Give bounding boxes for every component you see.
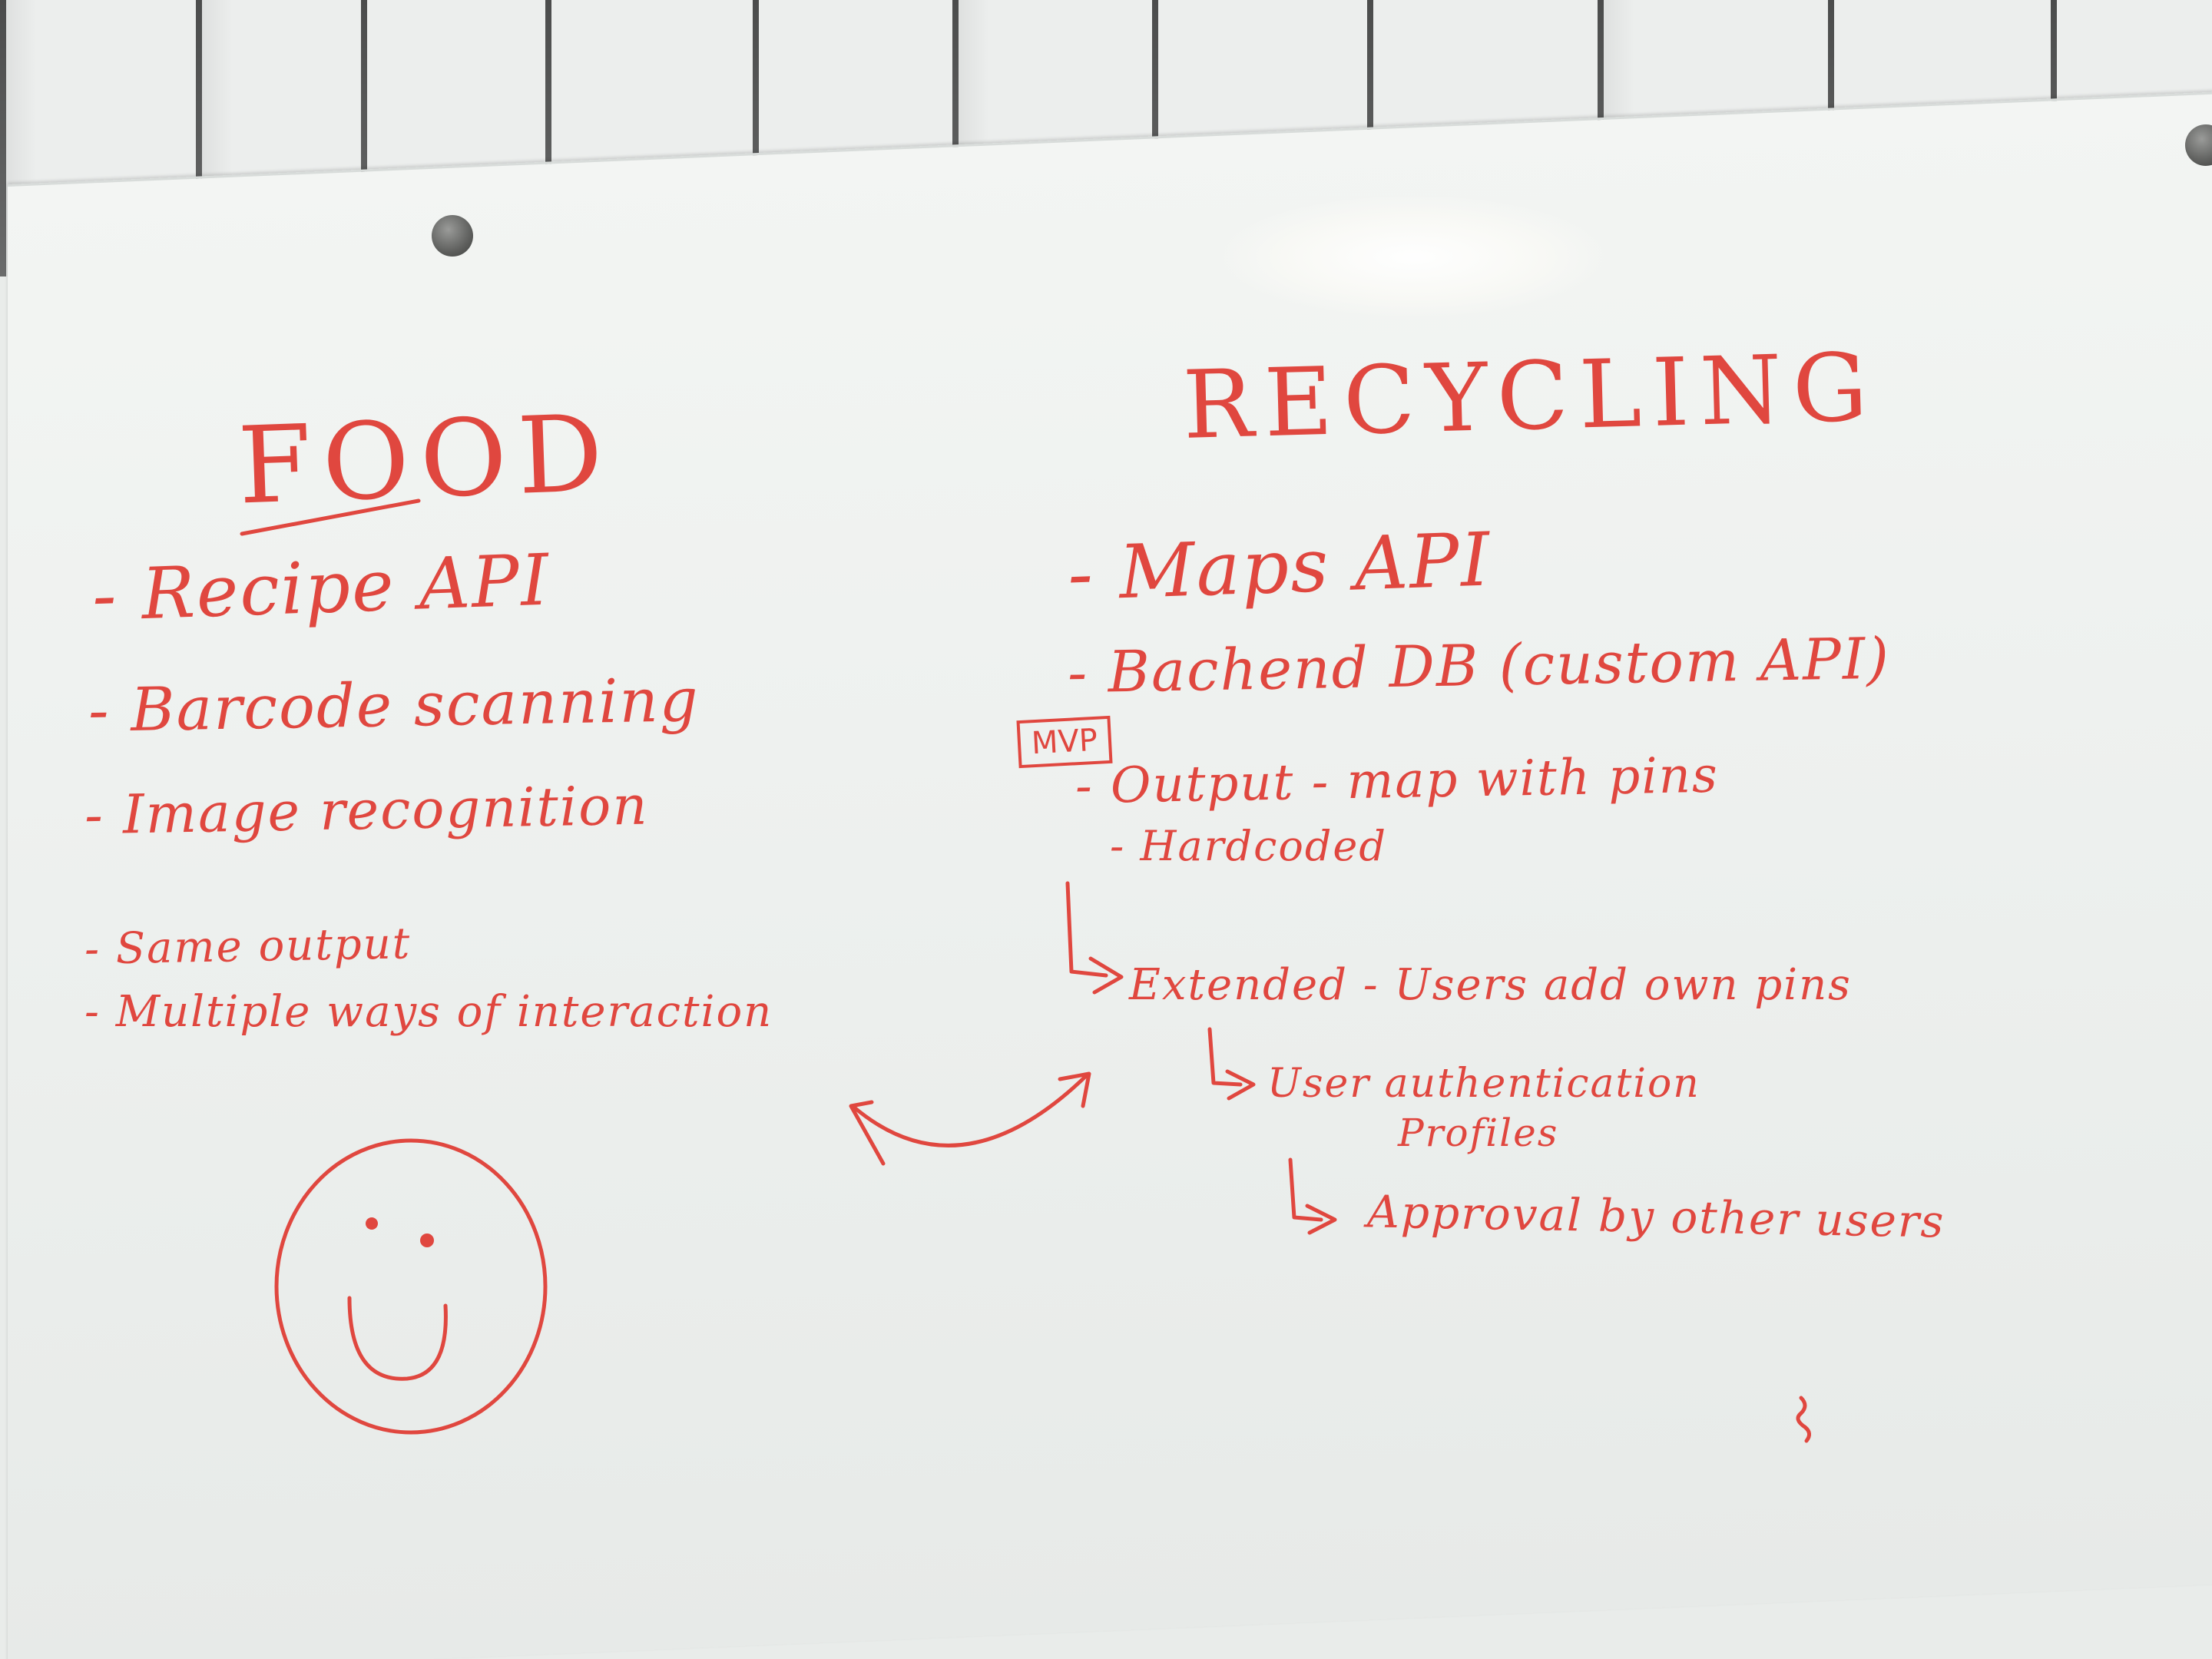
food-item: - Multiple ways of interaction bbox=[84, 987, 773, 1037]
recycling-item: Profiles bbox=[1398, 1111, 1559, 1155]
arrow-head-left bbox=[849, 1100, 886, 1166]
branch-arrow bbox=[1288, 1157, 1337, 1235]
food-underline bbox=[240, 498, 421, 536]
plank-gap bbox=[753, 0, 759, 276]
plank-gap bbox=[545, 0, 551, 276]
light-glare bbox=[1221, 196, 1605, 319]
branch-arrow bbox=[1065, 881, 1124, 995]
plank-gap bbox=[0, 0, 6, 276]
board-mount-standoff bbox=[432, 215, 473, 257]
plank-gap bbox=[361, 0, 367, 276]
branch-arrow bbox=[1207, 1027, 1256, 1101]
double-headed-arrow bbox=[850, 1073, 1089, 1147]
recycling-item: User authentication bbox=[1267, 1061, 1700, 1107]
arrow-head-right bbox=[1058, 1071, 1091, 1108]
plank-gap bbox=[952, 0, 959, 276]
signature-mark bbox=[1796, 1396, 1811, 1443]
plank-gap bbox=[196, 0, 202, 276]
recycling-item: - Hardcoded bbox=[1110, 822, 1387, 870]
smiley-eye-left bbox=[366, 1217, 378, 1230]
smiley-face bbox=[274, 1138, 548, 1435]
recycling-item: Extended - Users add own pins bbox=[1129, 960, 1852, 1010]
smiley-mouth bbox=[347, 1296, 448, 1381]
smiley-eye-right bbox=[420, 1233, 434, 1247]
